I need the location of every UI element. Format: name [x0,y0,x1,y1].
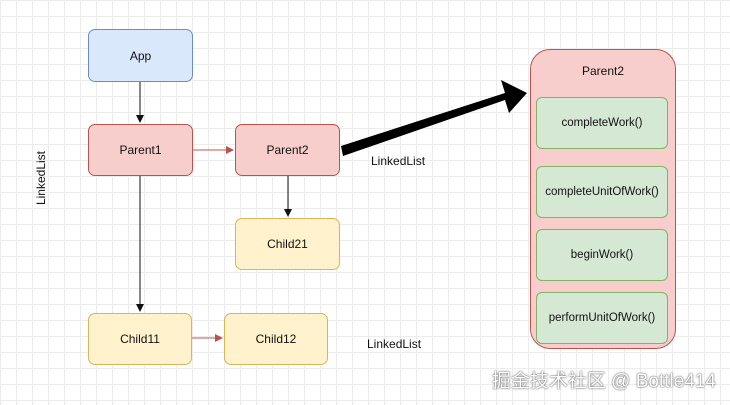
container-title: Parent2 [581,64,625,78]
watermark: 掘金技术社区 @ Bottle414 [491,371,716,392]
item-begin-work[interactable]: beginWork() [536,229,668,281]
vertical-linkedlist-label: LinkedList [34,150,48,206]
parent2-container[interactable]: Parent2 completeWork() completeUnitOfWor… [530,49,676,349]
big-arrow [341,80,527,156]
item-complete-work[interactable]: completeWork() [536,97,668,149]
node-parent1[interactable]: Parent1 [88,124,193,176]
item-perform-unit-of-work[interactable]: performUnitOfWork() [536,292,668,344]
item-complete-unit-of-work[interactable]: completeUnitOfWork() [536,166,668,218]
node-child11[interactable]: Child11 [88,313,192,365]
middle-linkedlist-label: LinkedList [371,154,426,168]
node-child12[interactable]: Child12 [224,313,328,365]
node-parent2[interactable]: Parent2 [235,124,340,176]
bottom-linkedlist-label: LinkedList [367,337,422,351]
node-app[interactable]: App [88,29,193,82]
node-child21[interactable]: Child21 [235,218,340,270]
